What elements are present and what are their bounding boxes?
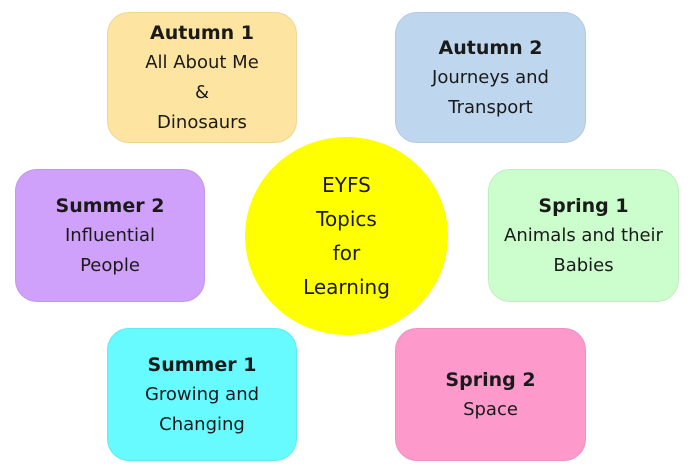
center-line: EYFS [322,173,371,197]
term-box-spring-2: Spring 2 Space [395,328,586,461]
topic-line: Influential [64,224,156,246]
term-title: Autumn 1 [150,21,254,44]
term-box-spring-1: Spring 1 Animals and their Babies [488,169,679,302]
term-box-autumn-2: Autumn 2 Journeys and Transport [395,12,586,143]
term-box-summer-2: Summer 2 Influential People [15,169,205,302]
topic-line: All About Me [145,51,259,73]
term-title: Summer 1 [147,353,257,376]
center-line: for [332,241,361,265]
topic-line: Dinosaurs [157,111,247,133]
topic-line: Animals and their [504,224,663,246]
topic-line: People [80,254,140,276]
topic-line: Space [463,398,518,420]
topic-line: Changing [159,413,245,435]
topic-line: Growing and [144,383,260,405]
center-topic-circle: EYFS Topics for Learning [245,137,448,335]
topic-line: Transport [448,96,533,118]
topic-line: Babies [553,254,614,276]
term-title: Summer 2 [55,194,165,217]
center-line: Learning [303,275,390,299]
term-title: Spring 2 [445,368,536,391]
topic-line: Journeys and [432,66,549,88]
term-box-autumn-1: Autumn 1 All About Me & Dinosaurs [107,12,297,143]
term-box-summer-1: Summer 1 Growing and Changing [107,328,297,461]
term-title: Spring 1 [538,194,629,217]
term-title: Autumn 2 [438,36,543,59]
center-line: Topics [316,207,377,231]
topic-line: & [194,81,210,103]
